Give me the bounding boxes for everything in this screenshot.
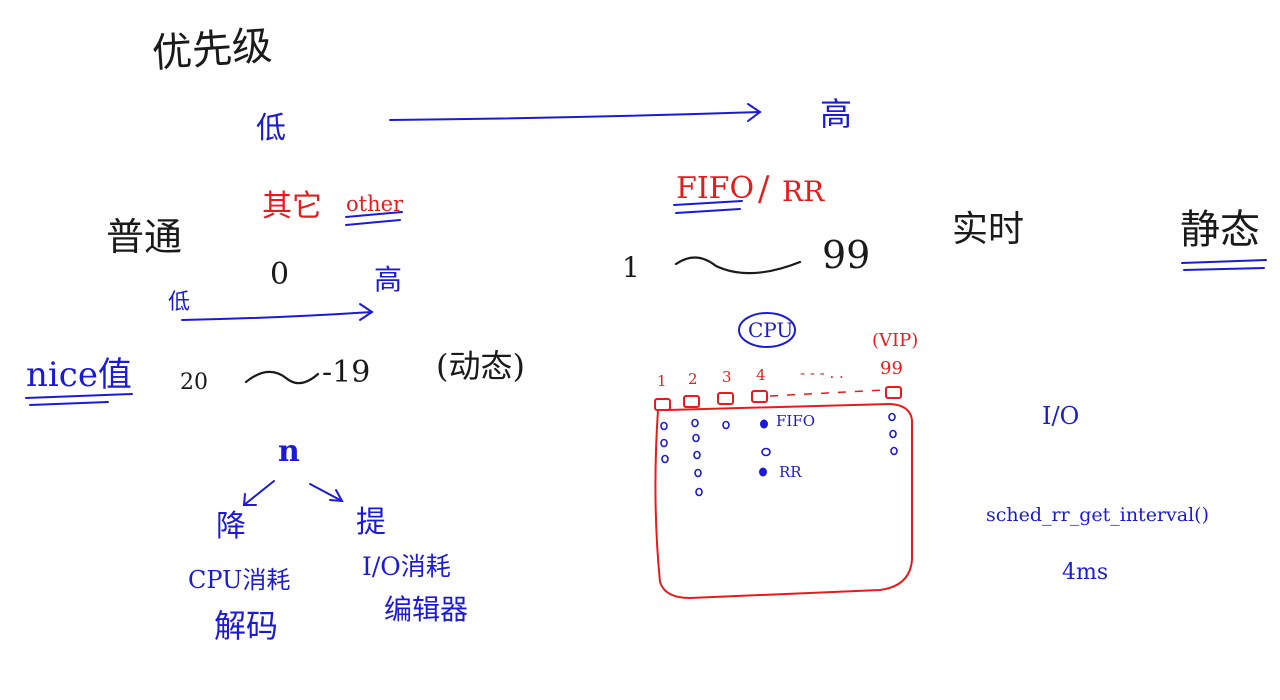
realtime-policy-rr: RR [782,175,825,208]
nice-label: nice值 [26,355,132,395]
realtime-range-to: 99 [822,233,871,277]
queue-number-4: 4 [756,366,766,384]
nice-range-tilde [244,370,320,385]
lower-line2: 解码 [214,607,279,645]
top-priority-arrow [389,103,762,122]
queue-dots: - - - . . [800,364,844,382]
lower-line1: CPU消耗 [188,566,291,594]
queue-heads [654,386,902,411]
realtime-range-from: 1 [622,251,640,284]
normal-policy-en: other [346,192,404,216]
queue-number-99: 99 [880,358,903,379]
raise-line2: 编辑器 [384,593,469,626]
nice-underline [25,393,133,406]
normal-priority-arrow [181,303,374,321]
fifo-underline [673,200,743,214]
top-axis-low-label: 低 [256,111,286,146]
lower-head: 降 [216,509,246,544]
static-label: 静态 [1180,207,1260,253]
realtime-policy-fifo: FIFO [676,171,755,206]
normal-label: 普通 [106,215,183,259]
rr-interval-value: 4ms [1062,560,1109,585]
title-priority: 优先级 [150,22,274,78]
other-underline [345,211,403,226]
vip-label: (VIP) [872,330,919,351]
realtime-range-tilde [674,256,802,275]
queue-heads-dashes [769,389,885,397]
queue-number-3: 3 [722,368,732,386]
normal-priority-zero: 0 [270,257,290,292]
raise-head: 提 [356,505,386,540]
nice-from: 20 [180,370,208,395]
tree-arrows [242,480,344,506]
fifo-task-note: FIFO [776,412,816,430]
normal-axis-high: 高 [374,263,403,296]
sched-rr-function: sched_rr_get_interval() [986,504,1209,526]
queue-number-1: 1 [657,372,667,390]
normal-policy-cn: 其它 [262,189,322,224]
nice-note: (动态) [436,347,525,385]
realtime-label: 实时 [952,209,1025,250]
queue-number-2: 2 [688,370,698,388]
task-circles [660,412,898,497]
top-axis-high-label: 高 [820,95,853,133]
rr-task-note: RR [779,463,802,481]
cpu-circle [738,312,796,348]
static-underline [1181,259,1267,271]
normal-axis-low: 低 [168,290,191,315]
realtime-policy-slash: / [758,169,770,209]
cpu-label: CPU [748,318,794,342]
tree-root: n [278,434,300,469]
task-filled-dots [759,419,768,477]
run-queue-box [654,402,913,600]
raise-line1: I/O消耗 [362,552,451,581]
nice-to: -19 [322,355,371,390]
io-label: I/O [1042,402,1080,430]
